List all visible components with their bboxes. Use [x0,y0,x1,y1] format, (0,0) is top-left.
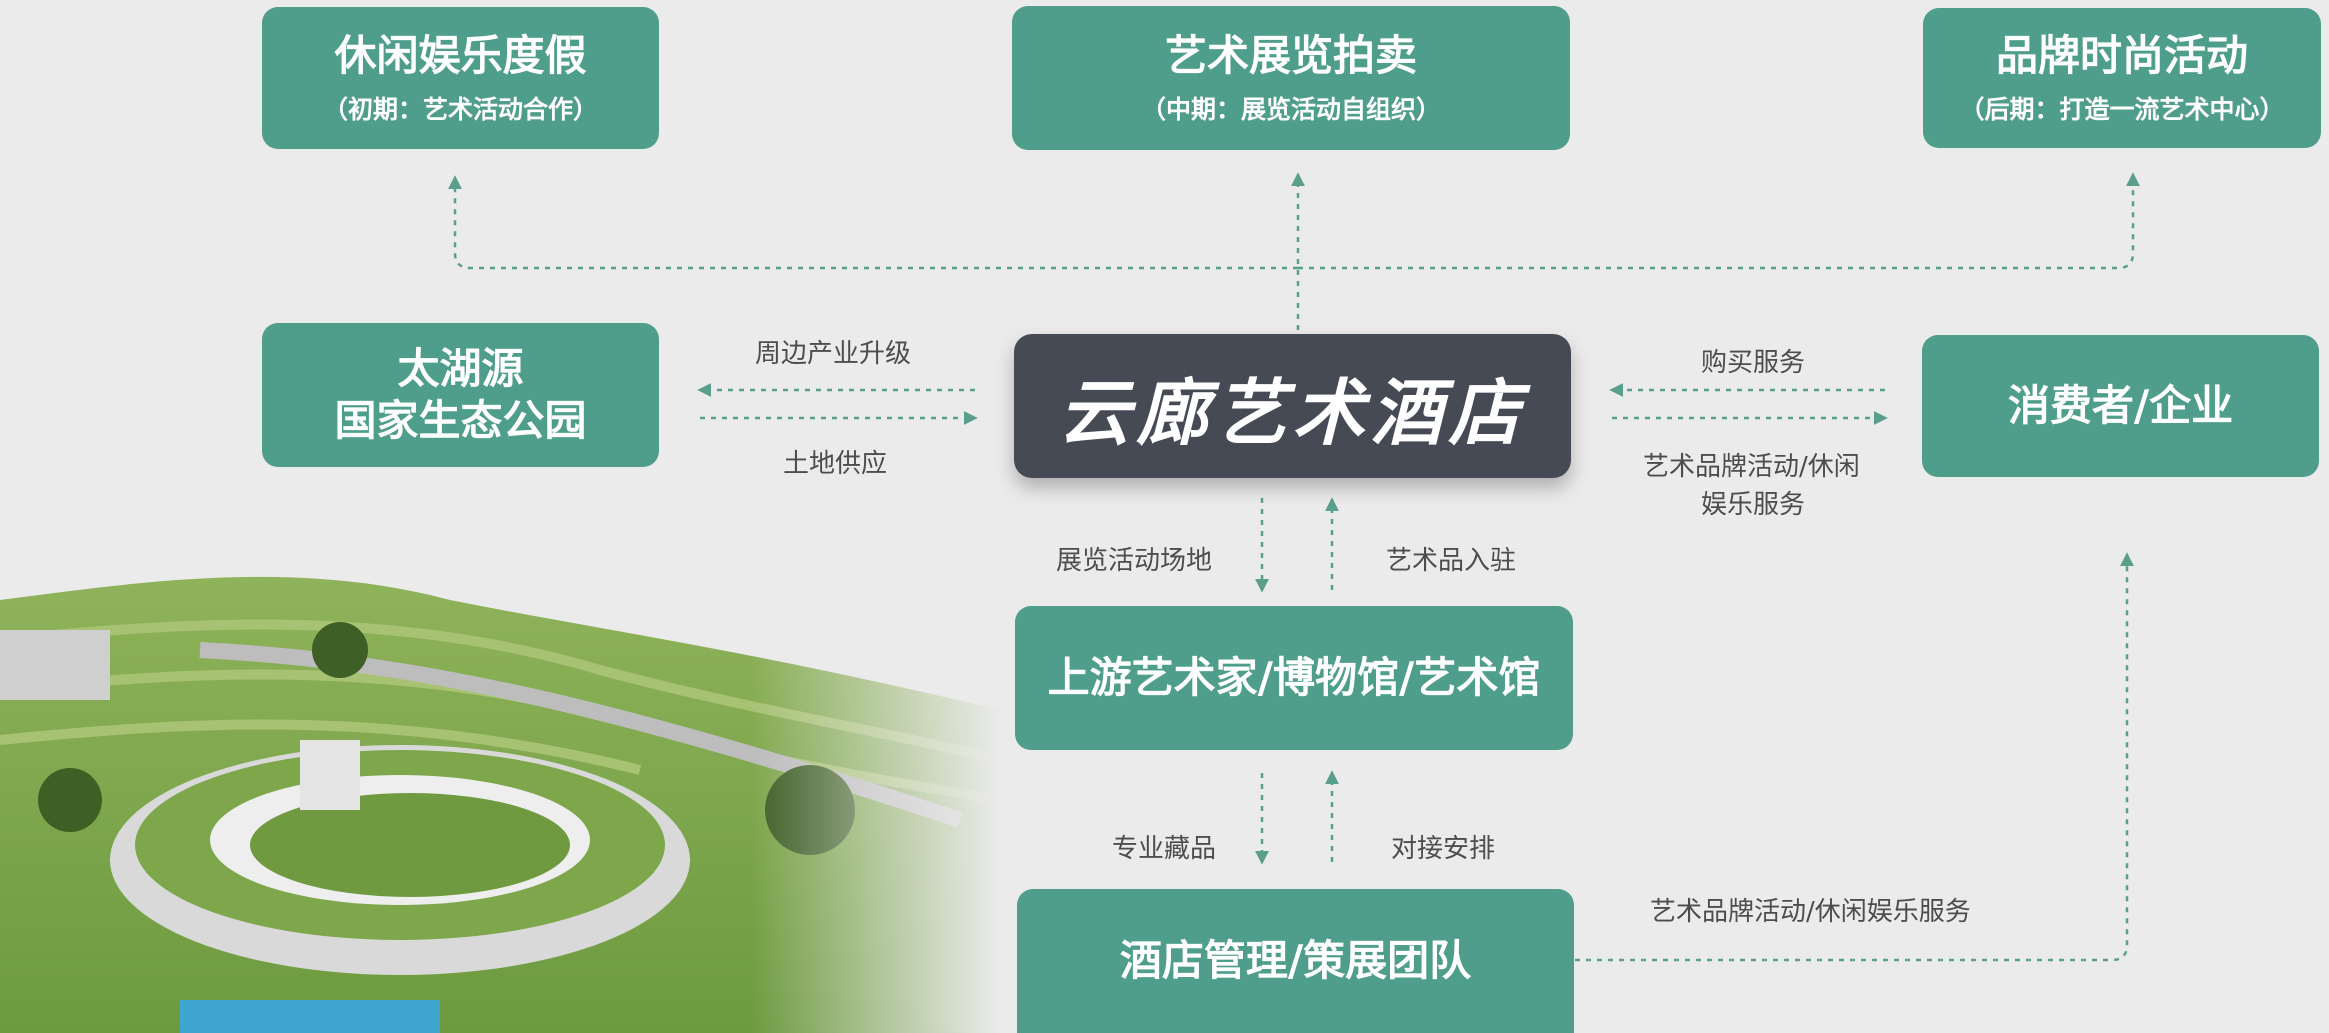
arrow-to-top-left [448,175,1298,270]
top-left-box: 休闲娱乐度假 （初期：艺术活动合作） [262,7,659,149]
arrow-to-top-right [1298,172,2140,270]
right-box: 消费者/企业 [1922,335,2319,477]
left-box-line2: 国家生态公园 [334,396,587,445]
top-right-title: 品牌时尚活动 [1995,30,2248,80]
label-upgrade: 周边产业升级 [755,339,912,369]
label-venue: 展览活动场地 [1056,546,1213,576]
left-box-line1: 太湖源 [397,343,524,393]
label-buy: 购买服务 [1701,348,1806,378]
hotel-team-title: 酒店管理/策展团队 [1119,935,1472,985]
label-arrange: 对接安排 [1391,834,1496,864]
label-art-service-bottom: 艺术品牌活动/休闲娱乐服务 [1650,897,1971,927]
upstream-box: 上游艺术家/博物馆/艺术馆 [1015,606,1573,750]
top-mid-subtitle: （中期：展览活动自组织） [1140,95,1441,125]
label-collection: 专业藏品 [1112,834,1217,864]
center-box: 云廊艺术酒店 [1014,334,1571,478]
left-box: 太湖源 国家生态公园 [262,323,659,467]
center-title: 云廊艺术酒店 [1058,369,1527,455]
label-art-service-1: 艺术品牌活动/休闲 [1643,452,1860,482]
right-box-title: 消费者/企业 [2007,380,2234,430]
top-mid-title: 艺术展览拍卖 [1164,30,1417,80]
label-art-service-2: 娱乐服务 [1701,490,1806,520]
top-right-box: 品牌时尚活动 （后期：打造一流艺术中心） [1923,8,2321,148]
hotel-team-box: 酒店管理/策展团队 [1017,889,1574,1033]
top-left-title: 休闲娱乐度假 [334,30,587,80]
label-art-in: 艺术品入驻 [1386,546,1517,576]
top-right-subtitle: （后期：打造一流艺术中心） [1959,95,2285,125]
top-left-subtitle: （初期：艺术活动合作） [322,95,598,125]
top-mid-box: 艺术展览拍卖 （中期：展览活动自组织） [1012,6,1570,150]
label-land: 土地供应 [783,449,888,479]
landscape-illustration [0,560,1000,1033]
arrow-bottom-service [1575,552,2134,962]
upstream-title: 上游艺术家/博物馆/艺术馆 [1047,652,1541,702]
